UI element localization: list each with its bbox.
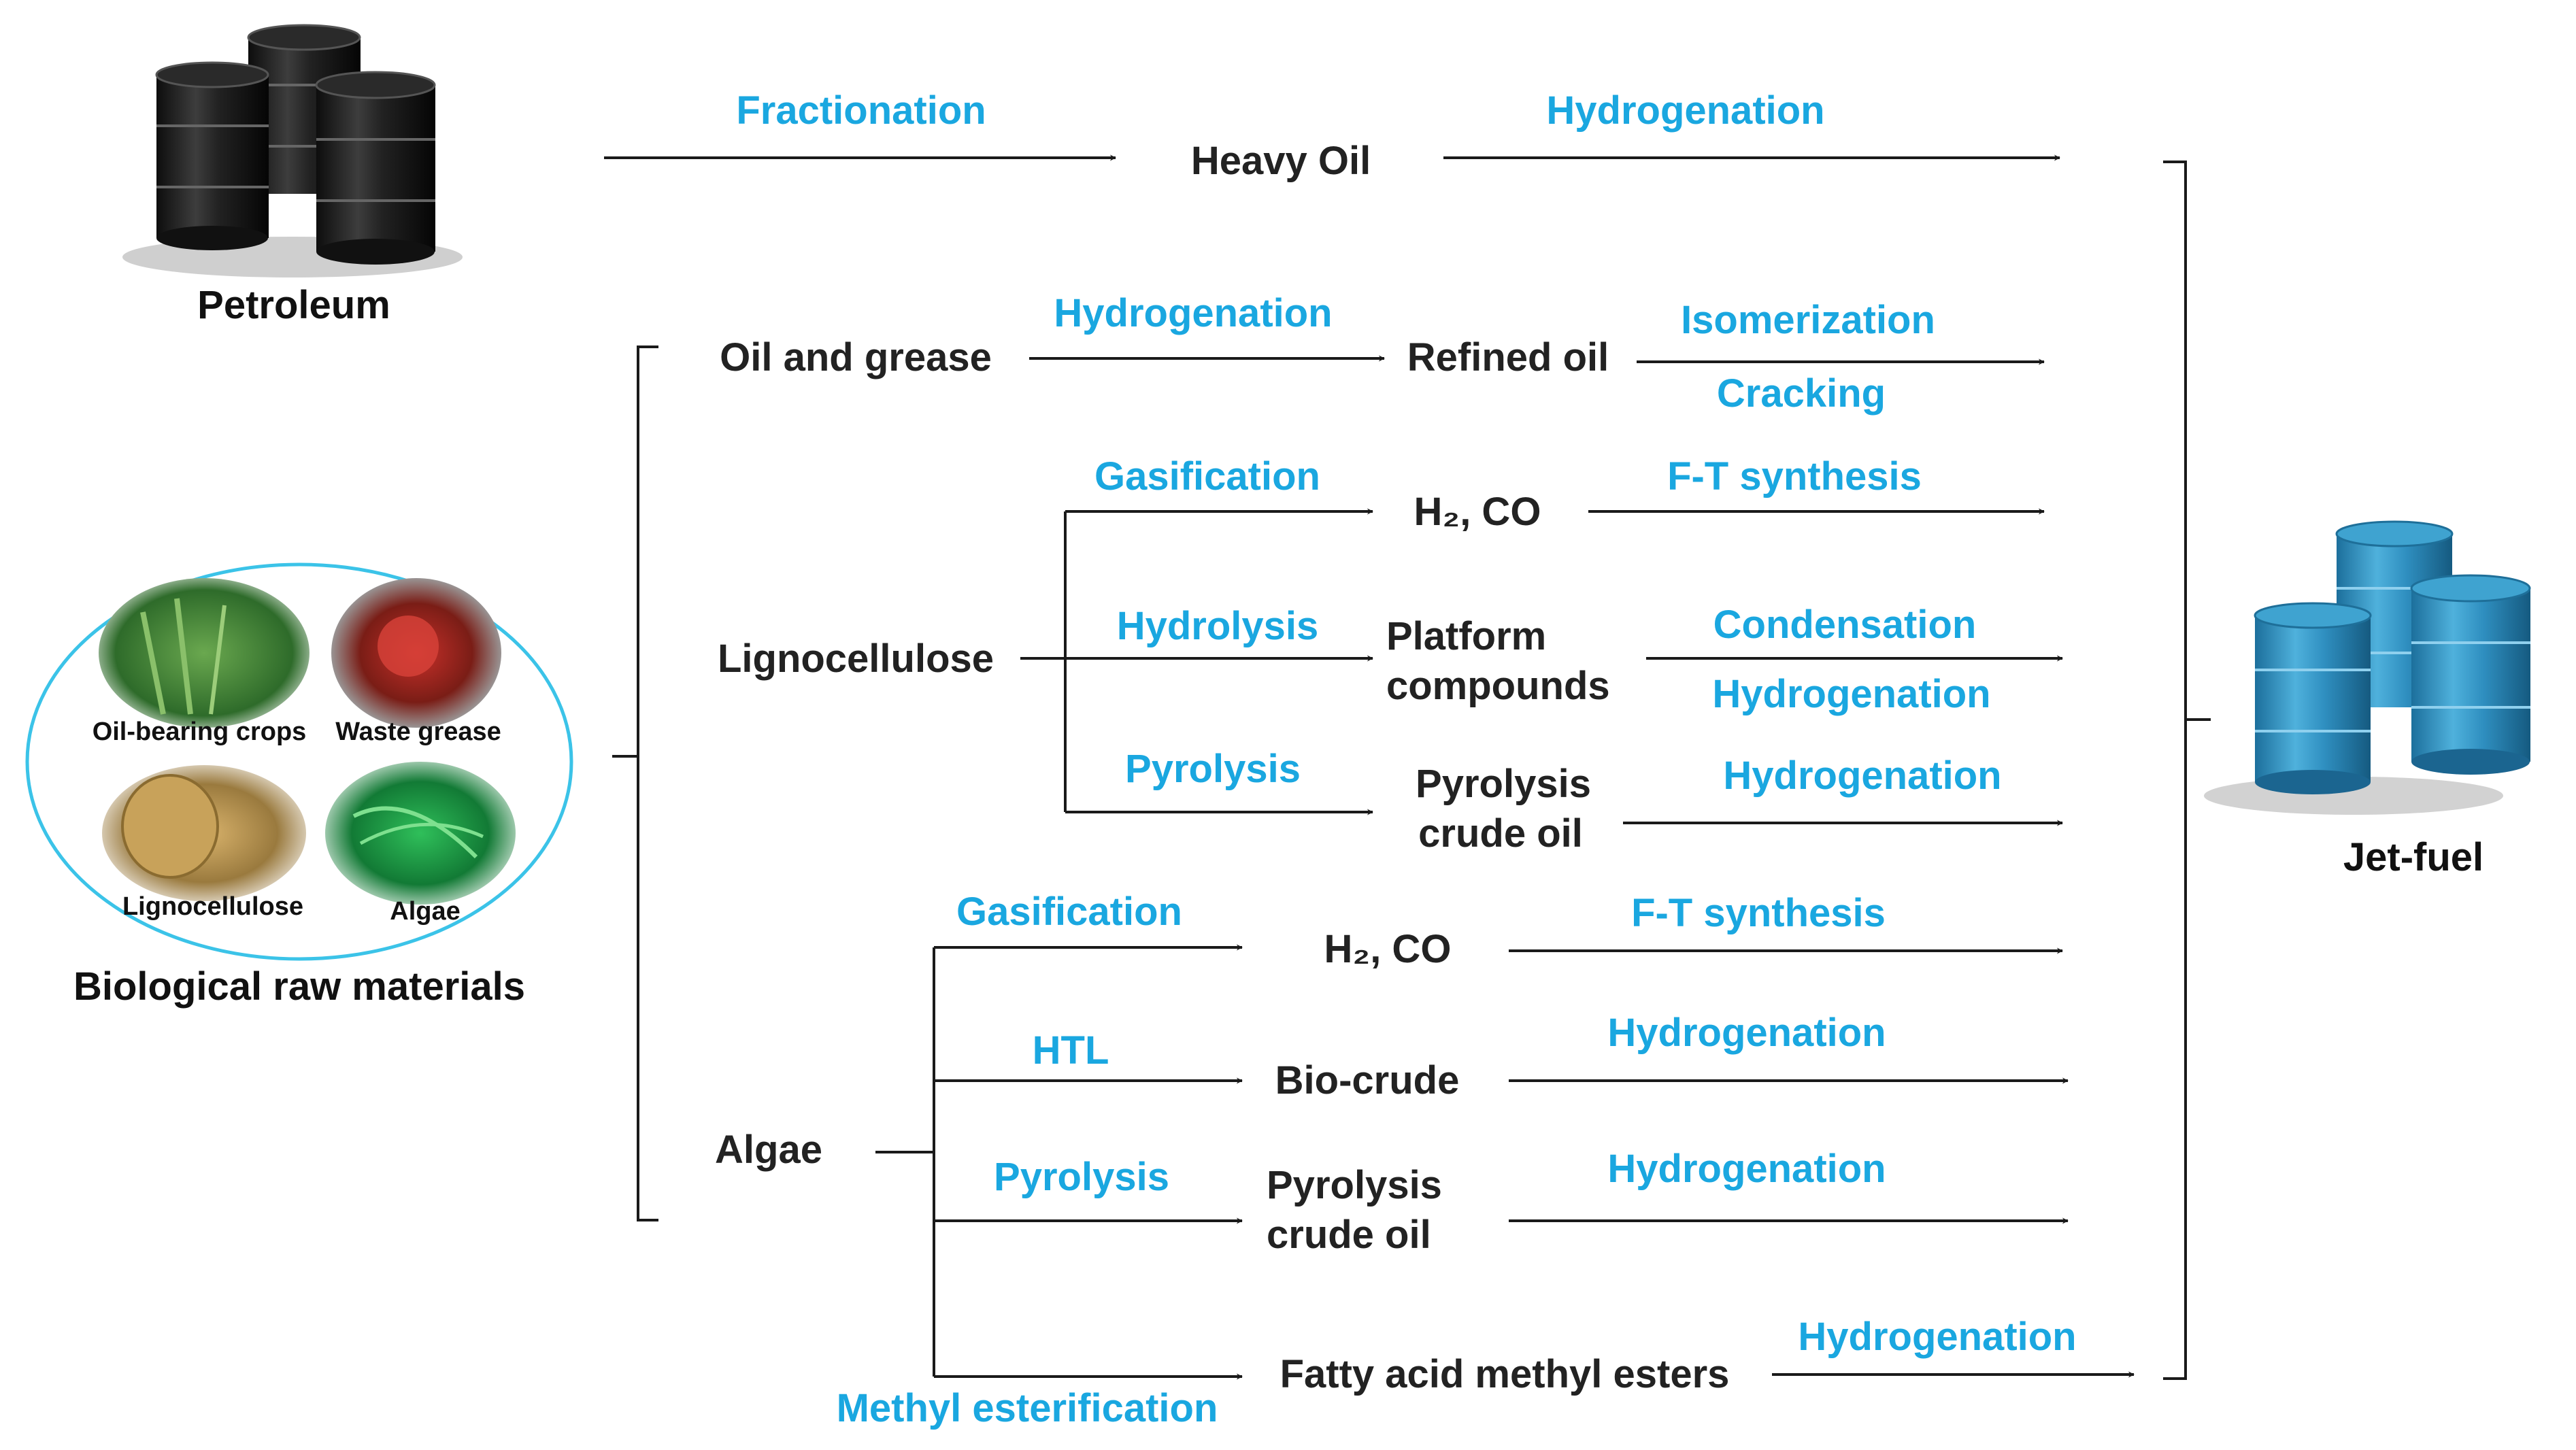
- proc-ligno-ft-synthesis: F-T synthesis: [1667, 454, 1922, 499]
- proc-ligno-gasification: Gasification: [1094, 454, 1320, 499]
- proc-fractionation: Fractionation: [736, 88, 986, 133]
- node-platform-compounds-line1: Platform: [1386, 614, 1546, 658]
- node-algae-syngas: H₂, CO: [1324, 927, 1452, 971]
- proc-methyl-esterification: Methyl esterification: [837, 1386, 1218, 1430]
- node-platform-compounds-line2: compounds: [1386, 664, 1610, 708]
- waste-grease-label: Waste grease: [335, 718, 501, 746]
- proc-htl: HTL: [1033, 1028, 1109, 1073]
- lignocellulose-image: [102, 765, 306, 901]
- node-oil-and-grease: Oil and grease: [720, 335, 992, 380]
- algae-image: [325, 762, 516, 905]
- proc-cracking: Cracking: [1717, 371, 1886, 416]
- connectors: [604, 154, 2211, 1380]
- node-fatty-acid-methyl-esters: Fatty acid methyl esters: [1280, 1352, 1730, 1396]
- node-algae: Algae: [715, 1128, 822, 1172]
- proc-biocrude-hydrogenation: Hydrogenation: [1607, 1011, 1886, 1055]
- proc-algae-gasification: Gasification: [956, 890, 1182, 934]
- proc-fame-hydrogenation: Hydrogenation: [1798, 1315, 2076, 1359]
- proc-algae-pyrolysis-hydrogenation: Hydrogenation: [1607, 1147, 1886, 1191]
- proc-algae-pyrolysis: Pyrolysis: [994, 1155, 1169, 1199]
- proc-hydrolysis: Hydrolysis: [1117, 604, 1319, 648]
- oil-bearing-crops-image: [99, 578, 310, 728]
- bio-raw-materials-panel: Oil-bearing crops Waste grease Lignocell…: [25, 562, 573, 961]
- petroleum-label: Petroleum: [197, 283, 390, 327]
- bio-raw-materials-label: Biological raw materials: [73, 964, 525, 1009]
- node-algae-pyrolysis-oil-line2: crude oil: [1267, 1213, 1431, 1257]
- node-algae-pyrolysis-oil-line1: Pyrolysis: [1267, 1163, 1442, 1207]
- proc-algae-ft-synthesis: F-T synthesis: [1631, 891, 1886, 935]
- node-heavy-oil: Heavy Oil: [1191, 139, 1371, 183]
- petroleum-barrels-icon: [122, 24, 463, 277]
- proc-ligno-pyrolysis-hydrogenation: Hydrogenation: [1723, 754, 2001, 798]
- node-ligno-pyrolysis-oil-line2: crude oil: [1418, 811, 1583, 856]
- node-ligno-syngas: H₂, CO: [1414, 490, 1541, 534]
- proc-ligno-pyrolysis: Pyrolysis: [1125, 747, 1301, 791]
- node-lignocellulose: Lignocellulose: [718, 637, 994, 681]
- lignocellulose-label: Lignocellulose: [122, 892, 303, 921]
- jet-fuel-barrels-icon: [2204, 520, 2531, 815]
- algae-label: Algae: [390, 897, 460, 926]
- waste-grease-image: [331, 578, 501, 728]
- proc-petroleum-hydrogenation: Hydrogenation: [1546, 88, 1824, 133]
- node-ligno-pyrolysis-oil-line1: Pyrolysis: [1416, 762, 1591, 806]
- proc-condensation: Condensation: [1713, 603, 1977, 647]
- proc-ligno-hydrolysis-hydrogenation: Hydrogenation: [1712, 672, 1990, 716]
- oil-bearing-crops-label: Oil-bearing crops: [93, 718, 307, 746]
- proc-isomerization: Isomerization: [1681, 298, 1935, 342]
- node-bio-crude: Bio-crude: [1275, 1058, 1460, 1102]
- node-refined-oil: Refined oil: [1407, 335, 1609, 380]
- jet-fuel-label: Jet-fuel: [2343, 835, 2483, 879]
- proc-oil-hydrogenation: Hydrogenation: [1054, 291, 1332, 335]
